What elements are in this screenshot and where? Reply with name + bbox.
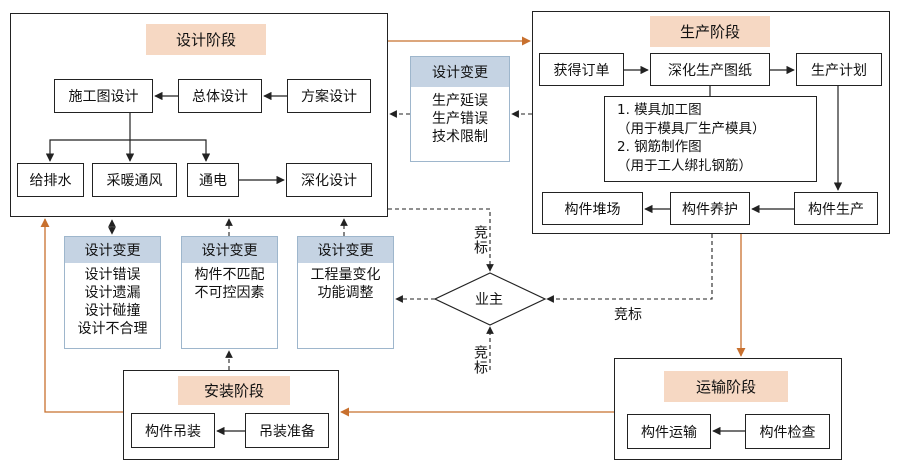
arrow-production-bidding-owner	[546, 234, 713, 303]
arrow-installation-to-design	[40, 218, 123, 413]
design-change-box-owner: 设计变更 工程量变化 功能调整	[297, 236, 394, 349]
change-reason: 设计不合理	[77, 321, 148, 337]
drawing-list-item: （用于模具厂生产模具）	[617, 120, 766, 137]
drawing-list-item: 1. 模具加工图	[617, 102, 702, 118]
change-reason: 不可控因素	[194, 285, 265, 301]
owner-label: 业主	[475, 292, 503, 308]
design-change-title: 设计变更	[411, 57, 509, 87]
design-change-reasons: 构件不匹配 不可控因素	[182, 263, 277, 302]
component-production-node: 构件生产	[794, 192, 878, 225]
production-stage-title: 生产阶段	[650, 16, 770, 47]
overall-design-node: 总体设计	[178, 79, 262, 113]
change-reason: 设计遗漏	[84, 285, 141, 301]
owner-diamond	[433, 272, 547, 326]
design-change-reasons: 生产延误 生产错误 技术限制	[411, 87, 509, 146]
change-reason: 设计碰撞	[84, 303, 141, 319]
hoisting-preparation-node: 吊装准备	[245, 413, 329, 448]
change-reason: 生产延误	[432, 93, 488, 109]
bidding-label-installation: 竞标	[472, 345, 488, 375]
change-reason: 功能调整	[317, 285, 374, 301]
change-reason: 工程量变化	[310, 267, 381, 283]
production-internal-arrows	[624, 65, 843, 214]
bidding-label-design: 竞标	[472, 225, 488, 255]
feedback-dashed-arrows	[108, 110, 713, 370]
scheme-design-node: 方案设计	[287, 79, 371, 113]
arrow-to-electrical	[130, 139, 211, 162]
component-transport-node: 构件运输	[627, 414, 711, 449]
construction-drawing-design-node: 施工图设计	[54, 79, 153, 113]
water-supply-drainage-node: 给排水	[17, 163, 84, 197]
design-change-title: 设计变更	[182, 237, 277, 263]
component-inspection-node: 构件检查	[745, 414, 830, 449]
design-internal-arrows	[45, 91, 287, 185]
design-change-title: 设计变更	[298, 237, 393, 263]
transport-stage-title: 运输阶段	[664, 371, 788, 402]
detailed-design-node: 深化设计	[286, 163, 372, 197]
design-change-reasons: 设计错误 设计遗漏 设计碰撞 设计不合理	[65, 263, 160, 338]
component-curing-node: 构件养护	[670, 192, 750, 225]
change-reason: 生产错误	[432, 111, 488, 127]
main-flow-arrows	[40, 36, 746, 417]
installation-stage-title: 安装阶段	[178, 376, 290, 405]
deepen-production-drawing-node: 深化生产图纸	[650, 53, 770, 86]
electrical-node: 通电	[187, 163, 239, 197]
design-change-box-design: 设计变更 设计错误 设计遗漏 设计碰撞 设计不合理	[64, 236, 161, 349]
change-reason: 设计错误	[84, 267, 141, 283]
drawing-list-item: 2. 钢筋制作图	[617, 139, 702, 155]
design-change-box-installation: 设计变更 构件不匹配 不可控因素	[181, 236, 278, 349]
arrow-construction-branches	[45, 113, 131, 162]
design-change-title: 设计变更	[65, 237, 160, 263]
arrow-design-bidding-owner	[388, 208, 494, 272]
production-plan-node: 生产计划	[796, 53, 882, 86]
change-reason: 技术限制	[432, 129, 488, 145]
component-hoisting-node: 构件吊装	[131, 413, 215, 448]
component-stacking-node: 构件堆场	[542, 192, 643, 225]
hvac-node: 采暖通风	[92, 163, 177, 197]
design-stage-title: 设计阶段	[146, 24, 266, 55]
drawing-list-box: 1. 模具加工图 （用于模具厂生产模具） 2. 钢筋制作图 （用于工人绑扎钢筋）	[604, 96, 817, 182]
drawing-list-item: （用于工人绑扎钢筋）	[617, 157, 752, 174]
drawing-list: 1. 模具加工图 （用于模具厂生产模具） 2. 钢筋制作图 （用于工人绑扎钢筋）	[605, 97, 816, 175]
change-reason: 构件不匹配	[194, 267, 265, 283]
bidding-label-production: 竞标	[614, 307, 642, 323]
design-change-box-production: 设计变更 生产延误 生产错误 技术限制	[410, 56, 510, 162]
get-order-node: 获得订单	[539, 53, 624, 86]
design-change-reasons: 工程量变化 功能调整	[298, 263, 393, 302]
